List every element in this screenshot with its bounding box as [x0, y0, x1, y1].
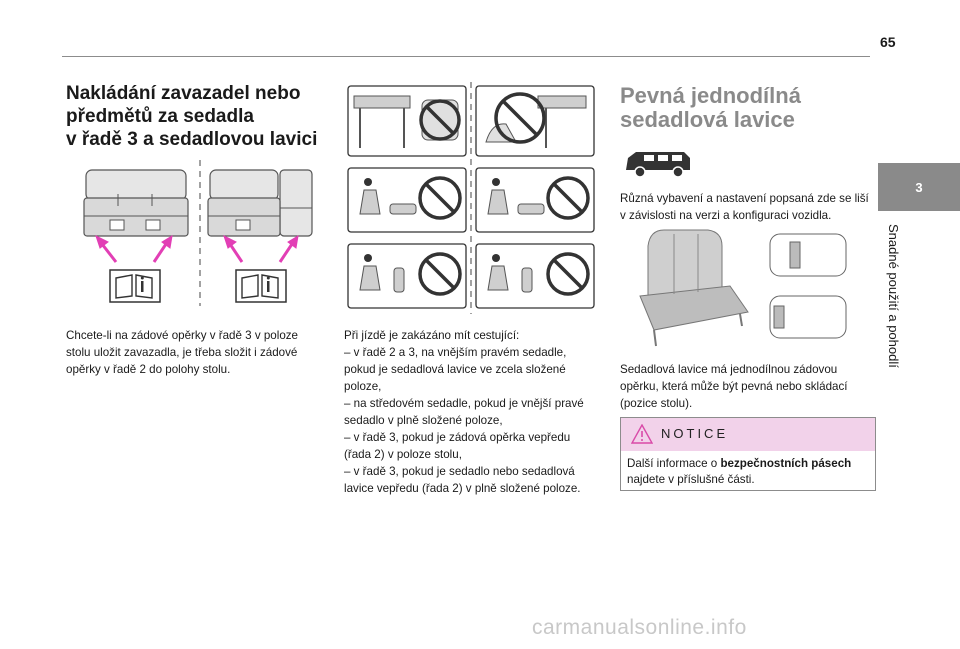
notice-header: NOTICE — [621, 418, 875, 451]
seat-bench-right-figure — [207, 169, 313, 237]
prohibited-icon — [494, 92, 546, 144]
text-line: lavice vepředu (řada 2) v plně složené p… — [344, 482, 581, 495]
watermark: carmanualsonline.info — [532, 616, 747, 639]
vehicle-top-view-icon — [769, 233, 847, 339]
text-line: poloze, — [344, 380, 382, 393]
text-line: opěrku, která může být pevná nebo skláda… — [620, 380, 848, 393]
chapter-tab[interactable]: 3 — [878, 163, 960, 211]
section-heading-bench: Pevná jednodílná sedadlová lavice — [620, 84, 870, 132]
page-number: 65 — [880, 34, 896, 50]
panel-seat-folded — [347, 167, 467, 233]
illustration-folded-seats — [83, 160, 313, 306]
panel-table-seat — [347, 85, 467, 157]
passenger-restrictions: Při jízdě je zakázáno mít cestující: – v… — [344, 327, 604, 497]
prohibited-icon — [418, 176, 462, 220]
text-line: (řada 2) v poloze stolu, — [344, 448, 462, 461]
panel-center-seat-2 — [475, 243, 595, 309]
van-icon — [626, 152, 690, 178]
warning-triangle-icon — [631, 424, 653, 444]
prohibited-icon — [546, 252, 590, 296]
text-line: Sedadlová lavice má jednodílnou zádovou — [620, 363, 838, 376]
header-rule — [62, 56, 870, 57]
notice-title: NOTICE — [661, 426, 729, 441]
text-line: – v řadě 2 a 3, na vnějším pravém sedadl… — [344, 346, 567, 359]
text-line: v závislosti na verzi a konfiguraci vozi… — [620, 209, 832, 222]
text-line: pokud je sedadlová lavice ve zcela slože… — [344, 363, 566, 376]
heading-line: předmětů za sedadla — [66, 106, 254, 127]
text-line: – v řadě 3, pokud je zádová opěrka vepře… — [344, 431, 571, 444]
seat-bench-left-figure — [83, 169, 189, 237]
text-line: Chcete-li na zádové opěrky v řadě 3 v po… — [66, 329, 299, 342]
text-line: opěrky v řadě 2 do polohy stolu. — [66, 363, 231, 376]
heading-line: Nakládání zavazadel nebo — [66, 83, 301, 104]
notice-box: NOTICE Další informace o bezpečnostních … — [620, 417, 876, 491]
text-line: stolu uložit zavazadla, je třeba složit … — [66, 346, 298, 359]
heading-line: Pevná jednodílná — [620, 83, 801, 108]
text-line: Různá vybavení a nastavení popsaná zde s… — [620, 192, 869, 205]
heading-line: sedadlová lavice — [620, 107, 795, 132]
chapter-label: Snadné použití a pohodlí — [886, 224, 919, 410]
illustration-bench-seat — [639, 229, 847, 347]
panel-seat-folded-2 — [475, 167, 595, 233]
manual-book-icon — [235, 269, 287, 303]
text-line: sedadlo v plně složené poloze, — [344, 414, 503, 427]
notice-line-2: najdete v příslušné části. — [627, 473, 755, 486]
version-note: Různá vybavení a nastavení popsaná zde s… — [620, 190, 876, 224]
heading-line: v řadě 3 a sedadlovou lavici — [66, 129, 318, 150]
text-line: – v řadě 3, pokud je sedadlo nebo sedadl… — [344, 465, 575, 478]
bench-seat-figure — [639, 229, 749, 347]
prohibited-icon — [418, 252, 462, 296]
section-heading-luggage: Nakládání zavazadel nebo předmětů za sed… — [66, 82, 336, 151]
manual-book-icon — [109, 269, 161, 303]
luggage-instructions: Chcete-li na zádové opěrky v řadě 3 v po… — [66, 327, 336, 378]
text-line: (pozice stolu). — [620, 397, 693, 410]
notice-prefix: Další informace o — [627, 457, 721, 470]
prohibited-icon — [419, 99, 461, 141]
text-line: – na středovém sedadle, pokud je vnější … — [344, 397, 584, 410]
prohibited-icon — [546, 176, 590, 220]
panel-center-seat — [347, 243, 467, 309]
notice-text: Další informace o bezpečnostních pásech … — [621, 451, 875, 488]
notice-link-text[interactable]: bezpečnostních pásech — [720, 457, 852, 470]
text-line: Při jízdě je zakázáno mít cestující: — [344, 329, 520, 342]
bench-description: Sedadlová lavice má jednodílnou zádovou … — [620, 361, 876, 412]
panel-table-seat-2 — [475, 85, 595, 157]
chapter-label-text: Snadné použití a pohodlí — [886, 224, 901, 368]
illustration-prohibited-positions — [347, 82, 595, 314]
pink-arrow-icon — [95, 235, 299, 263]
